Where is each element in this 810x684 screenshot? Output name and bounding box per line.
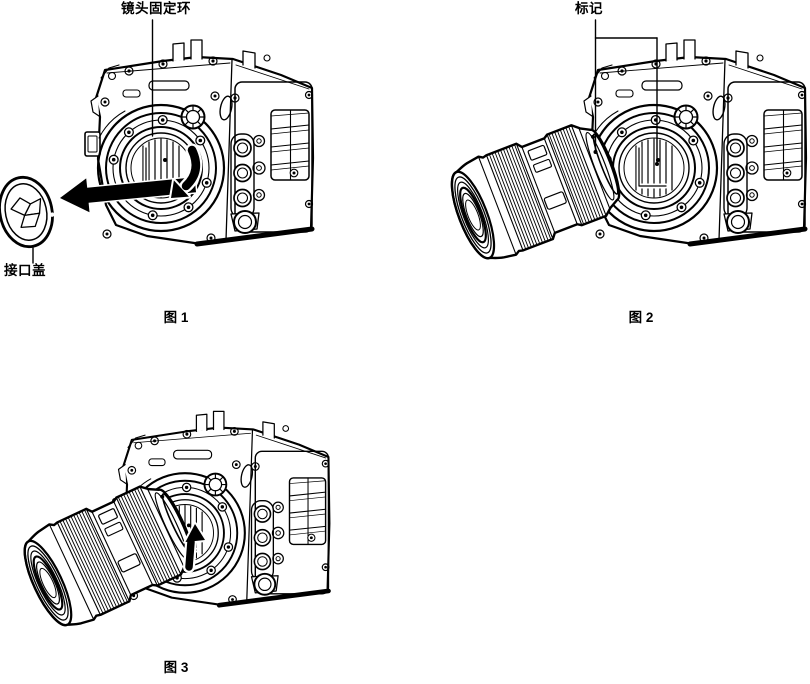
label-lens-fixing-ring: 镜头固定环 (121, 1, 191, 16)
figure3-illustration (11, 411, 329, 638)
rotate-ring-arrow-icon (169, 143, 203, 200)
figure2-illustration (439, 19, 806, 271)
camera-body-illustration (85, 40, 313, 244)
label-mark: 标记 (575, 1, 603, 16)
camera-body-illustration (578, 40, 806, 244)
mount-cap-illustration (0, 175, 55, 249)
figure3-caption: 图 3 (163, 660, 189, 675)
figure1-caption: 图 1 (163, 310, 189, 325)
figure2-caption: 图 2 (628, 310, 654, 325)
mark-leader-lines (593, 19, 659, 166)
rotate-lock-arrow-icon (183, 522, 207, 573)
figure1-illustration (0, 19, 313, 264)
label-mount-cap: 接口盖 (4, 263, 46, 278)
